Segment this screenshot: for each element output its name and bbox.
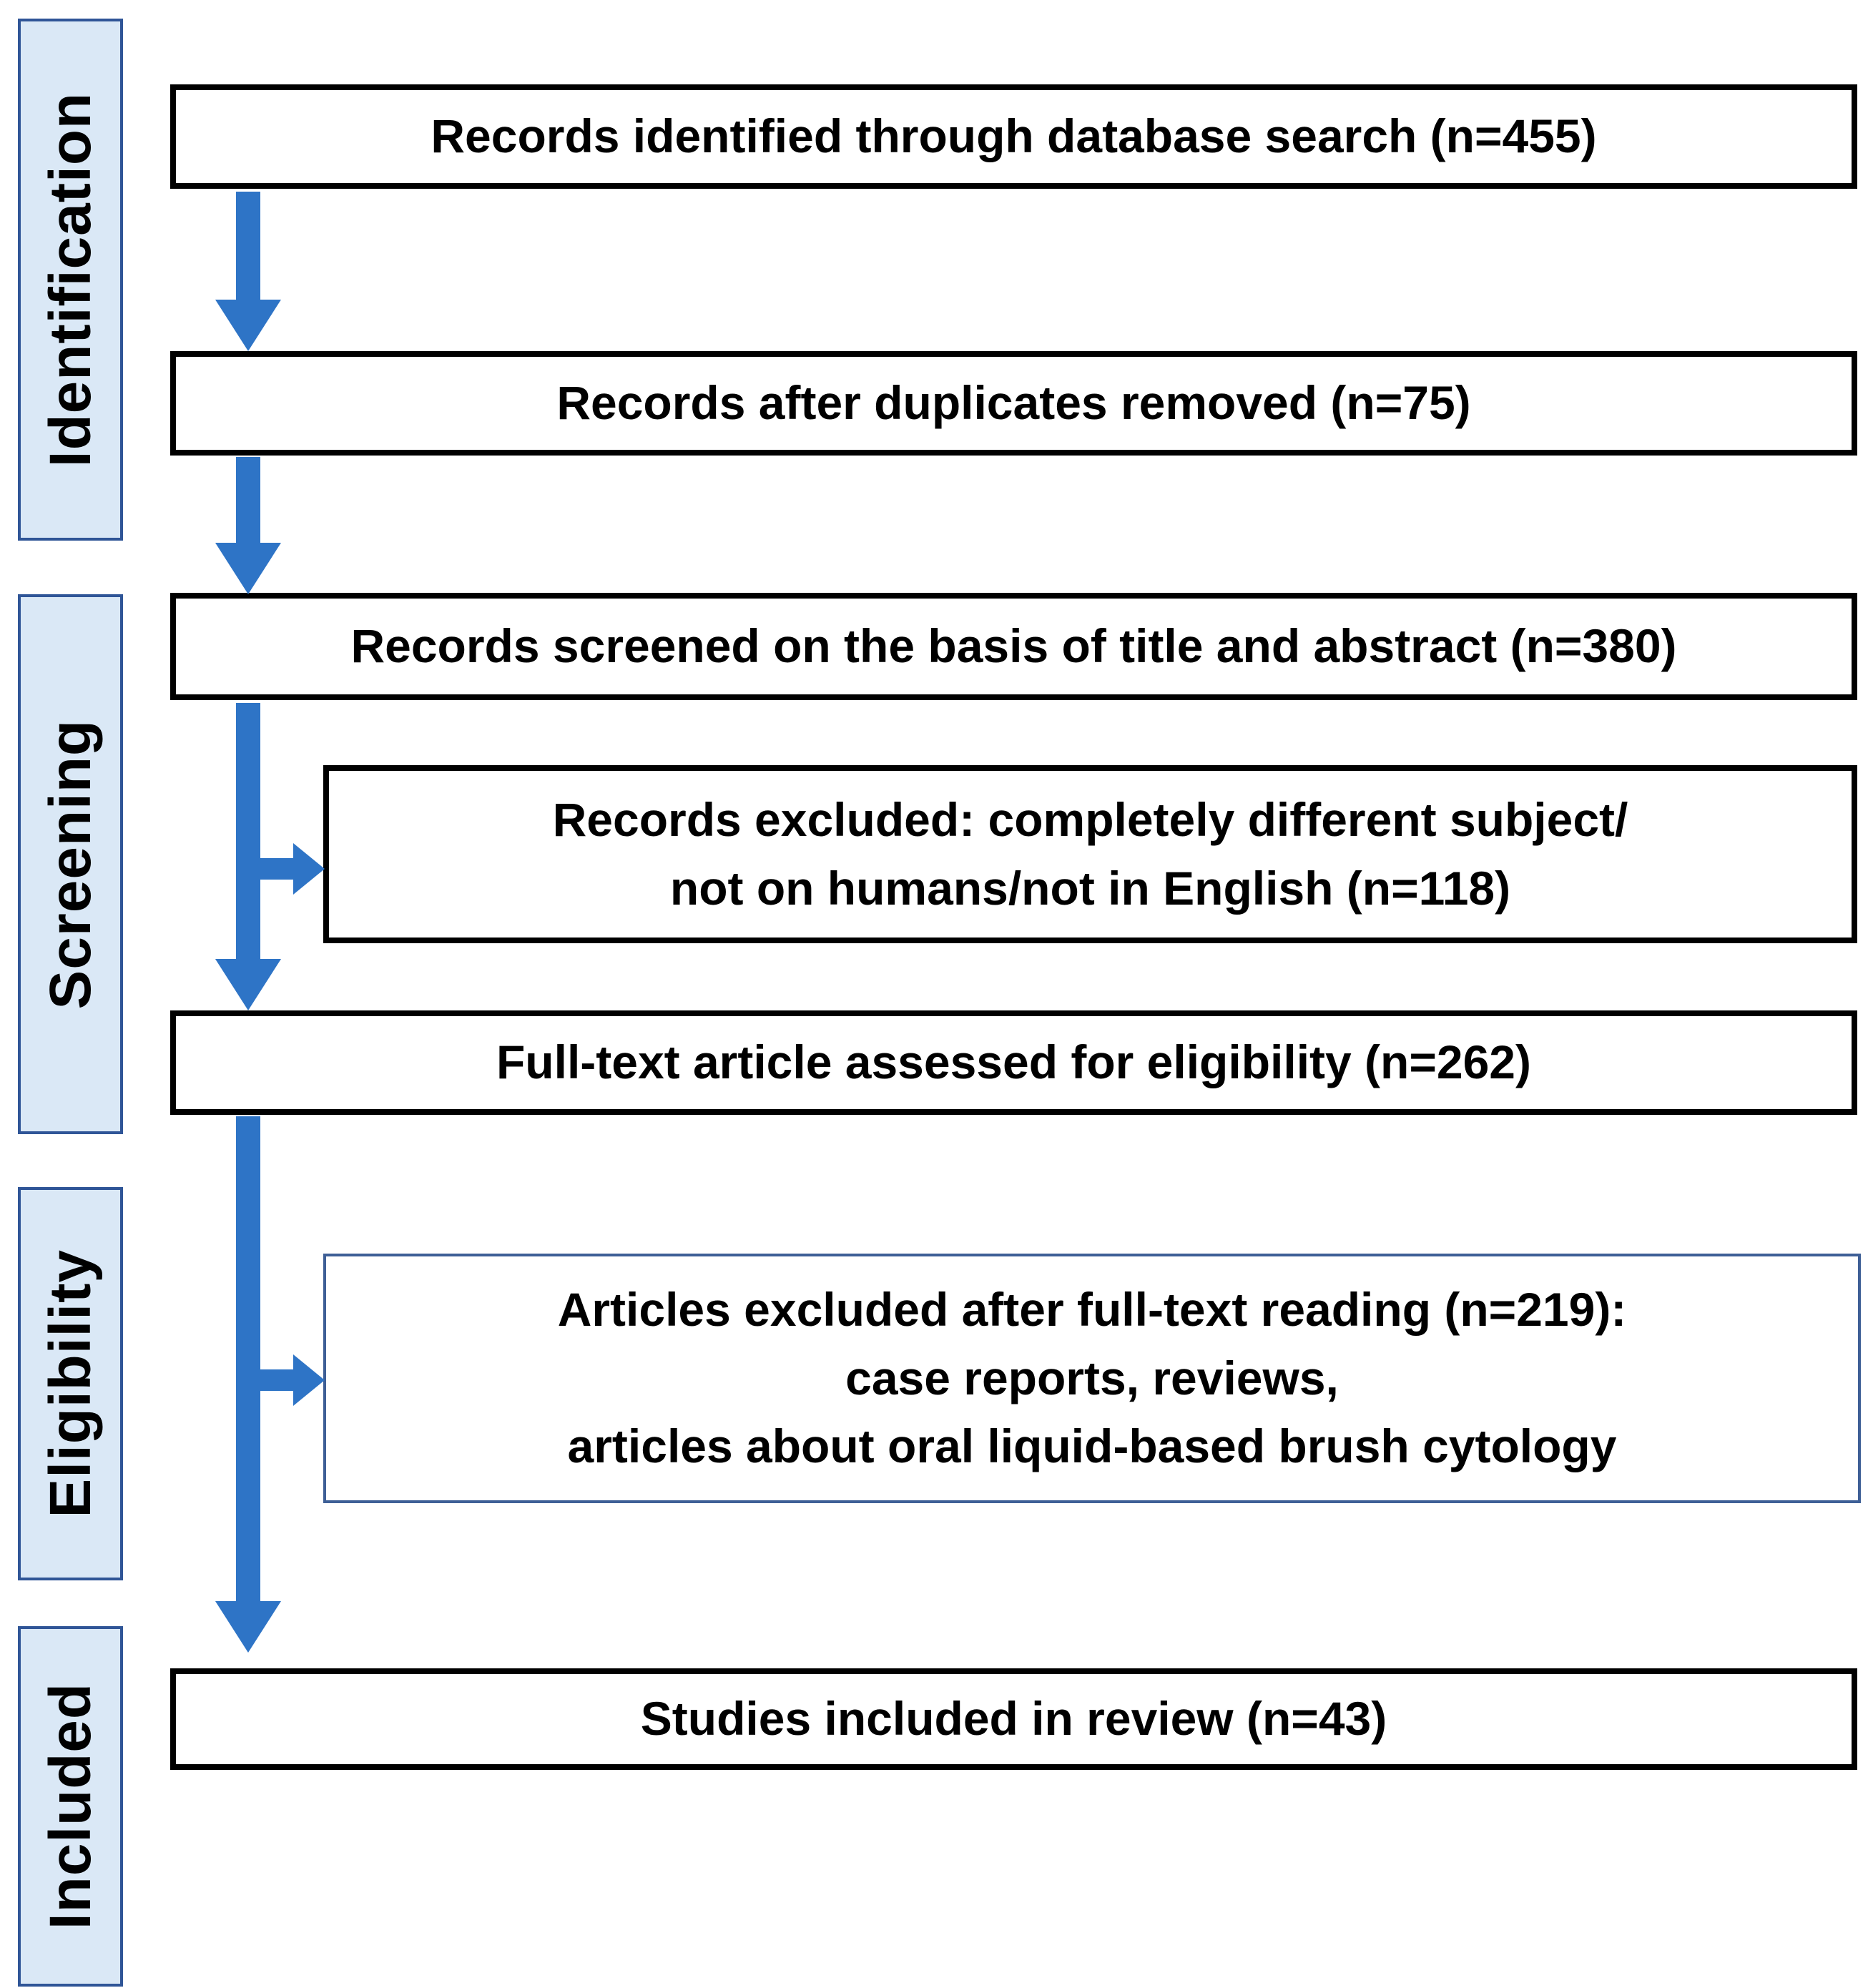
node-studies-included: Studies included in review (n=43) xyxy=(170,1668,1857,1770)
node-fulltext-assessed: Full-text article assessed for eligibili… xyxy=(170,1010,1857,1115)
node-records-excluded-line1: Records excluded: completely different s… xyxy=(552,792,1628,846)
stage-label-identification-text: Identification xyxy=(37,92,103,468)
stage-label-included-text: Included xyxy=(37,1683,103,1930)
node-records-after-duplicates: Records after duplicates removed (n=75) xyxy=(170,351,1857,456)
stage-label-screening-text: Screening xyxy=(37,719,103,1010)
node-records-screened-text: Records screened on the basis of title a… xyxy=(350,619,1677,673)
branch-arrow-articles-excluded-head-icon xyxy=(293,1354,325,1406)
arrow-duplicates-to-screened-head-icon xyxy=(215,543,281,594)
branch-arrow-records-excluded-shaft xyxy=(260,858,296,880)
arrow-fulltext-to-included-head-icon xyxy=(215,1601,281,1653)
arrow-screened-to-fulltext-head-icon xyxy=(215,959,281,1010)
node-records-excluded-line2: not on humans/not in English (n=118) xyxy=(669,861,1511,915)
branch-arrow-records-excluded-head-icon xyxy=(293,843,325,895)
branch-arrow-articles-excluded-shaft xyxy=(260,1369,296,1391)
stage-label-screening: Screening xyxy=(18,594,123,1134)
node-records-identified-text: Records identified through database sear… xyxy=(431,109,1597,163)
node-records-identified: Records identified through database sear… xyxy=(170,84,1857,189)
node-records-excluded: Records excluded: completely different s… xyxy=(323,765,1857,943)
node-articles-excluded-line3: articles about oral liquid-based brush c… xyxy=(567,1419,1617,1473)
node-fulltext-assessed-text: Full-text article assessed for eligibili… xyxy=(496,1035,1531,1089)
node-records-screened: Records screened on the basis of title a… xyxy=(170,593,1857,700)
node-articles-excluded: Articles excluded after full-text readin… xyxy=(323,1254,1861,1503)
stage-label-eligibility: Eligibility xyxy=(18,1187,123,1580)
node-studies-included-text: Studies included in review (n=43) xyxy=(640,1692,1387,1746)
stage-label-included: Included xyxy=(18,1626,123,1987)
arrow-screened-to-fulltext-shaft xyxy=(236,703,260,960)
arrow-identified-to-duplicates-shaft xyxy=(236,192,260,302)
node-articles-excluded-line2: case reports, reviews, xyxy=(845,1351,1339,1404)
stage-label-identification: Identification xyxy=(18,19,123,541)
node-records-after-duplicates-text: Records after duplicates removed (n=75) xyxy=(556,376,1471,430)
stage-label-eligibility-text: Eligibility xyxy=(37,1249,103,1518)
node-articles-excluded-line1: Articles excluded after full-text readin… xyxy=(557,1282,1627,1336)
arrow-identified-to-duplicates-head-icon xyxy=(215,300,281,351)
arrow-duplicates-to-screened-shaft xyxy=(236,457,260,547)
arrow-fulltext-to-included-shaft xyxy=(236,1116,260,1603)
